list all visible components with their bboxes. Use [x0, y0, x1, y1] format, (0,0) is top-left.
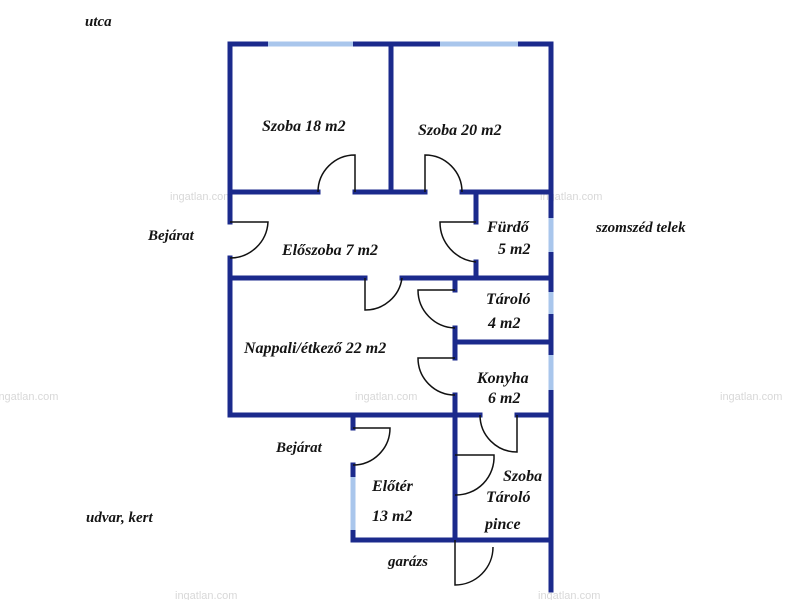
cellar-line2-label: Tároló: [486, 489, 530, 506]
door-bath: [439, 221, 477, 263]
living-label: Nappali/étkező 22 m2: [243, 340, 386, 357]
door-garage: [454, 540, 494, 586]
watermark: ingatlan.com: [355, 391, 417, 403]
bath-name-label: Fürdő: [486, 219, 530, 236]
door-entrance-top: [229, 221, 269, 259]
watermark: ingatlan.com: [175, 590, 237, 600]
storage-area-label: 4 m2: [487, 315, 520, 332]
door-room2: [424, 154, 463, 193]
storage-name-label: Tároló: [486, 291, 530, 308]
room2-label: Szoba 20 m2: [418, 122, 502, 139]
door-living: [364, 277, 403, 311]
kitchen-area-label: 6 m2: [488, 390, 520, 407]
room1-label: Szoba 18 m2: [262, 118, 346, 135]
neighbor-label: szomszéd telek: [595, 220, 686, 236]
hall-label: Előszoba 7 m2: [281, 242, 378, 259]
yard-label: udvar, kert: [86, 510, 154, 526]
vestibule-area-label: 13 m2: [372, 508, 412, 525]
windows: [268, 41, 554, 530]
cellar-line3-label: pince: [483, 516, 521, 533]
watermark: ingatlan.com: [720, 391, 782, 403]
watermarks: ingatlan.com ingatlan.com ingatlan.com i…: [0, 191, 782, 600]
door-storage: [417, 289, 456, 329]
entrance-bottom-label: Bejárat: [275, 440, 323, 456]
kitchen-name-label: Konyha: [476, 370, 529, 387]
walls: [227, 41, 554, 593]
entrance-top-label: Bejárat: [147, 228, 195, 244]
doors: [229, 154, 518, 586]
door-kitchen-cellar: [479, 414, 518, 453]
door-kitchen: [417, 357, 456, 396]
bath-area-label: 5 m2: [498, 241, 530, 258]
street-label: utca: [85, 14, 112, 30]
watermark: ingatlan.com: [0, 391, 58, 403]
cellar-line1-label: Szoba: [503, 468, 542, 485]
watermark: ingatlan.com: [170, 191, 232, 203]
labels: utca Szoba 18 m2 Szoba 20 m2 Bejárat Elő…: [85, 14, 686, 570]
garage-label: garázs: [387, 554, 428, 570]
door-entrance-bottom: [352, 427, 391, 466]
watermark: ingatlan.com: [540, 191, 602, 203]
vestibule-name-label: Előtér: [371, 478, 414, 495]
watermark: ingatlan.com: [538, 590, 600, 600]
door-room1: [317, 154, 356, 193]
door-cellar: [454, 454, 495, 496]
